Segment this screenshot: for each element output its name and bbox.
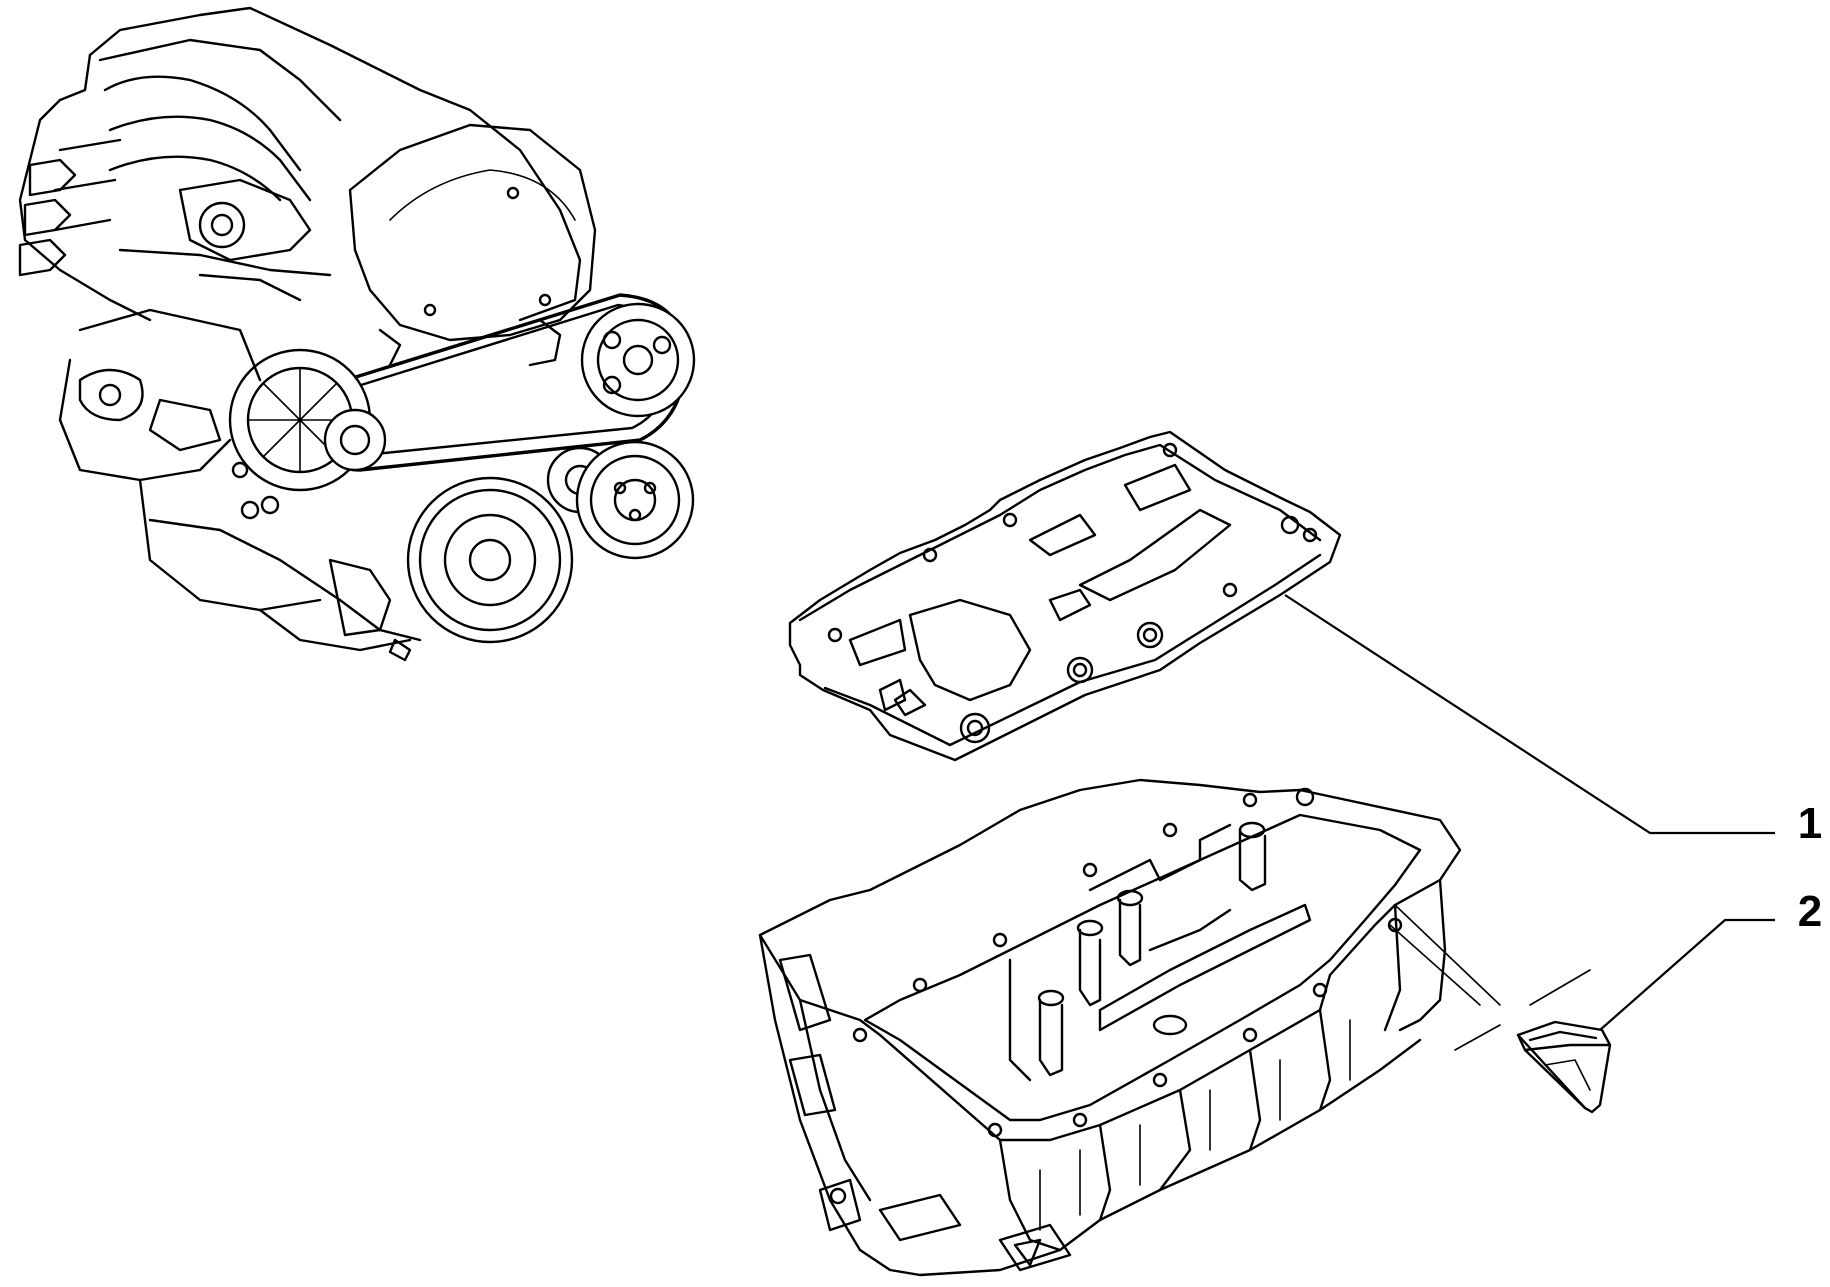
engine-assembly-illustration (18, 6, 696, 662)
install-guide-line (1454, 1024, 1501, 1051)
install-guide-line (1394, 904, 1501, 1006)
oil-sump-illustration (758, 778, 1462, 1277)
leader-line-2 (1599, 918, 1775, 1031)
install-guide-line (1389, 924, 1481, 1006)
callout-leader-lines (1284, 594, 1775, 1051)
leader-line-1 (1284, 594, 1775, 835)
install-guide-line (1529, 969, 1591, 1006)
callout-label-2: 2 (1798, 887, 1822, 936)
callout-label-1: 1 (1798, 799, 1822, 848)
oil-drain-strainer-illustration (1516, 1020, 1612, 1114)
oil-pan-gasket-illustration (788, 430, 1342, 762)
